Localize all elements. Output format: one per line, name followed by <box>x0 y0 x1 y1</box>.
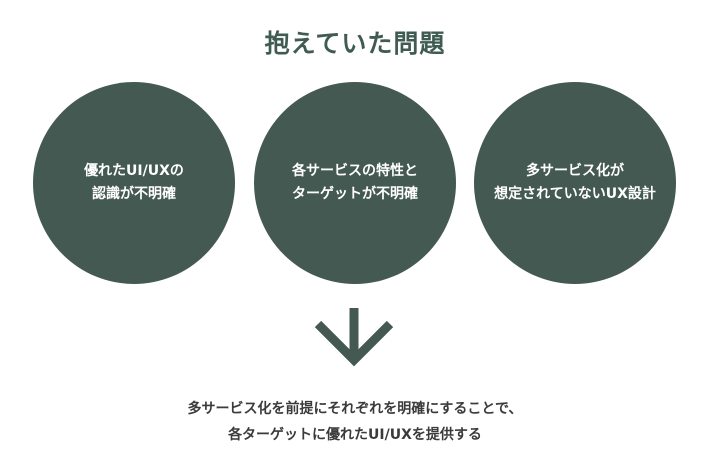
arrow-down-icon <box>314 308 394 367</box>
problem-1-line-2: 認識が不明確 <box>92 186 176 202</box>
problem-circle-2: 各サービスの特性と ターゲットが不明確 <box>254 82 456 284</box>
conclusion-line-1: 多サービス化を前提にそれぞれを明確にすることで、 <box>187 401 523 417</box>
problem-2-line-2: ターゲットが不明確 <box>292 186 418 202</box>
problem-2-line-1: 各サービスの特性と <box>292 163 418 179</box>
problem-circle-1: 優れたUI/UXの 認識が不明確 <box>33 82 235 284</box>
problem-1-line-1: 優れたUI/UXの <box>84 163 184 179</box>
conclusion-text: 多サービス化を前提にそれぞれを明確にすることで、 各ターゲットに優れたUI/UX… <box>0 396 710 448</box>
conclusion-line-2: 各ターゲットに優れたUI/UXを提供する <box>228 427 482 443</box>
diagram-title: 抱えていた問題 <box>264 29 446 58</box>
problem-circle-3: 多サービス化が 想定されていないUX設計 <box>474 82 676 284</box>
problem-3-line-1: 多サービス化が <box>526 163 624 179</box>
problem-3-line-2: 想定されていないUX設計 <box>494 186 656 202</box>
